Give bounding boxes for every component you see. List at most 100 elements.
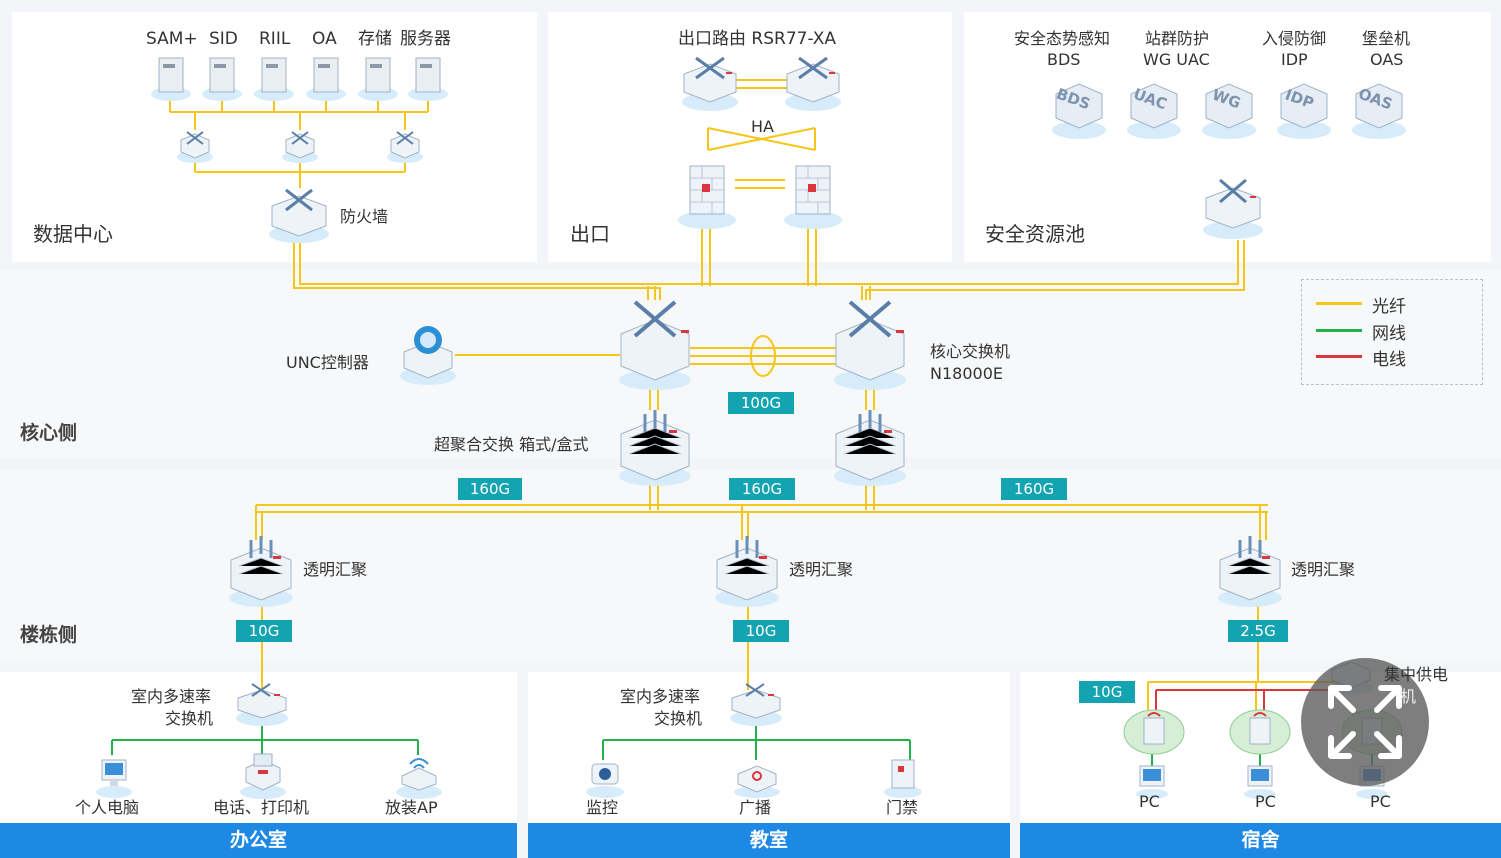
downlink-badge: 10G [236,620,292,642]
security-item-oas-name: 堡垒机 [1362,29,1411,48]
security-item-wg-code: WG UAC [1143,50,1210,69]
uplink-badge: 160G [458,478,522,500]
legend-label: 光纤 [1372,297,1406,317]
security-item-idp-code: IDP [1281,50,1308,69]
wall-ap-icon [1123,709,1185,755]
firewall-icon [678,165,736,229]
broadcast-icon [734,765,780,798]
router-icon [682,56,738,111]
security-item-idp-name: 入侵防御 [1262,29,1327,48]
security-title: 安全资源池 [985,222,1085,246]
power-supply-label-line1: 集中供电 [1384,665,1449,684]
indoor-switch-icon [236,683,288,726]
office-switch-label-line2: 交换机 [165,709,214,728]
legend-label: 网线 [1372,324,1406,344]
office-device-label: 放装AP [385,798,438,817]
access-switch-icon [387,131,423,163]
fullscreen-icon [1328,685,1402,759]
core-switch-icon [619,300,691,390]
server-label-sam: SAM+ [146,29,198,49]
security-appliance-icon: OAS [1350,72,1408,142]
aggregation-label: 透明汇聚 [1291,560,1356,579]
router-label: 出口路由 RSR77-XA [678,29,837,49]
firewall-switch-icon [269,188,329,243]
dorm-link-badge: 10G [1079,681,1135,703]
ha-label: HA [751,117,774,136]
pc-icon [1244,765,1276,799]
security-appliance-icon: BDS [1050,72,1108,142]
server-icon [202,57,242,101]
office-switch-label-line1: 室内多速率 [131,687,212,706]
legend-label: 电线 [1372,350,1406,370]
core-zone-title: 核心侧 [20,422,78,444]
downlink-badge: 2.5G [1228,620,1288,642]
aggregation-label: 透明汇聚 [303,560,368,579]
classroom-switch-label-line1: 室内多速率 [620,687,701,706]
server-label-server: 服务器 [400,29,451,49]
server-icon [408,57,448,101]
firewall-icon [784,165,842,229]
ap-icon [396,758,442,799]
security-item-bds-code: BDS [1047,50,1081,69]
security-item-bds-name: 安全态势感知 [1014,29,1111,48]
dorm-bar: 宿舍 [1020,823,1501,858]
server-label-sid: SID [209,29,238,49]
security-item-wg-name: 站群防护 [1145,29,1210,48]
dorm-device-label: PC [1255,792,1276,811]
aggregation-label: 透明汇聚 [789,560,854,579]
aggregation-switch-icon [715,536,779,607]
access-switch-icon [177,131,213,163]
server-icon [306,57,346,101]
security-item-oas-code: OAS [1370,50,1404,69]
dorm-device-label: PC [1139,792,1160,811]
aggregation-switch-icon [229,536,293,607]
box-switch-icon [619,410,691,486]
office-device-label: 个人电脑 [75,798,140,817]
unc-controller-icon [400,326,456,385]
indoor-switch-icon [730,683,782,726]
office-device-label: 电话、打印机 [213,798,310,817]
box-switch-label: 超聚合交换 箱式/盒式 [434,435,589,454]
classroom-device-label: 监控 [586,798,619,817]
unc-controller-label: UNC控制器 [286,353,369,372]
camera-icon [586,763,624,798]
wall-ap-icon [1229,709,1291,755]
office-bar: 办公室 [0,823,517,858]
datacenter-title: 数据中心 [33,222,113,246]
firewall-label: 防火墙 [340,207,389,226]
server-label-riil: RIIL [259,29,291,49]
phone-printer-icon [240,753,286,799]
server-icon [254,57,294,101]
security-switch-icon [1203,178,1263,239]
classroom-switch-label-line2: 交换机 [654,709,703,728]
security-appliance-icon: UAC [1125,72,1183,142]
building-zone-title: 楼栋侧 [20,624,78,646]
core-link-badge: 100G [728,392,794,414]
server-icon [151,57,191,101]
power-supply-label-line2: 机 [1400,687,1417,706]
pc-icon [96,759,132,798]
dorm-device-label: PC [1370,792,1391,811]
classroom-device-label: 广播 [739,798,772,817]
router-icon [785,56,841,111]
aggregation-switch-icon [1218,536,1282,607]
core-switch-icon [834,300,906,390]
security-appliance-icon: IDP [1275,72,1333,142]
classroom-device-label: 门禁 [886,798,919,817]
legend: 光纤 网线 电线 [1301,279,1483,385]
uplink-badge: 160G [729,478,795,500]
box-switch-icon [834,410,906,486]
access-control-icon [884,759,922,798]
server-icon [358,57,398,101]
access-switch-icon [282,131,318,163]
pc-icon [1136,765,1168,799]
server-label-storage: 存储 [358,29,392,49]
core-switch-label: 核心交换机 [930,342,1011,361]
fullscreen-button[interactable] [1301,658,1429,786]
security-appliance-icon: WG [1200,72,1258,142]
downlink-badge: 10G [733,620,789,642]
classroom-bar: 教室 [528,823,1010,858]
server-label-oa: OA [312,29,337,49]
core-switch-model: N18000E [930,364,1003,383]
